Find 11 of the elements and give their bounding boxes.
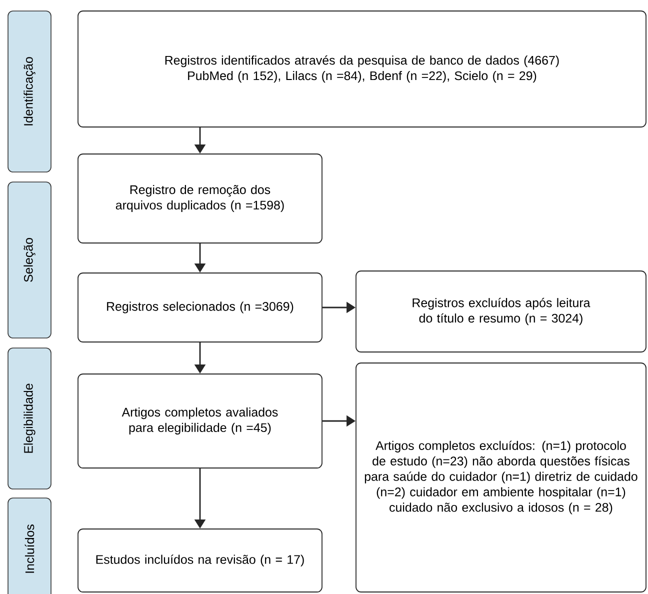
stage-band: Elegibilidade bbox=[8, 348, 52, 490]
process-box: Artigos completos avaliados para elegibilidade (n =45) bbox=[78, 374, 322, 468]
process-box: Registros excluídos após leitura do título e resumo (n = 3024) bbox=[356, 270, 646, 352]
process-box: Registros selecionados (n =3069) bbox=[78, 272, 322, 342]
process-box: Registro de remoção dos arquivos duplicados (n =1598) bbox=[78, 154, 322, 244]
stage-band: Identificação bbox=[8, 10, 52, 172]
stage-band: Incluídos bbox=[8, 498, 52, 594]
process-box: Estudos incluídos na revisão (n = 17) bbox=[78, 528, 322, 592]
process-box: Registros identificados através da pesquisa de banco de dados (4667) PubMed (n 152), Lilacs (n =84), Bdenf (n =22), Scielo (n = 29) bbox=[78, 10, 646, 128]
stage-band: Seleção bbox=[8, 182, 52, 338]
process-box: Artigos completos excluídos: (n=1) protocolo de estudo (n=23) não aborda questões físicas para saúde do cuidador (n=1) diretriz de cuidado (n=2) cuidador em ambiente hospitalar (n=1) cuidado não exclusivo a idosos (n = 28) bbox=[356, 362, 646, 592]
